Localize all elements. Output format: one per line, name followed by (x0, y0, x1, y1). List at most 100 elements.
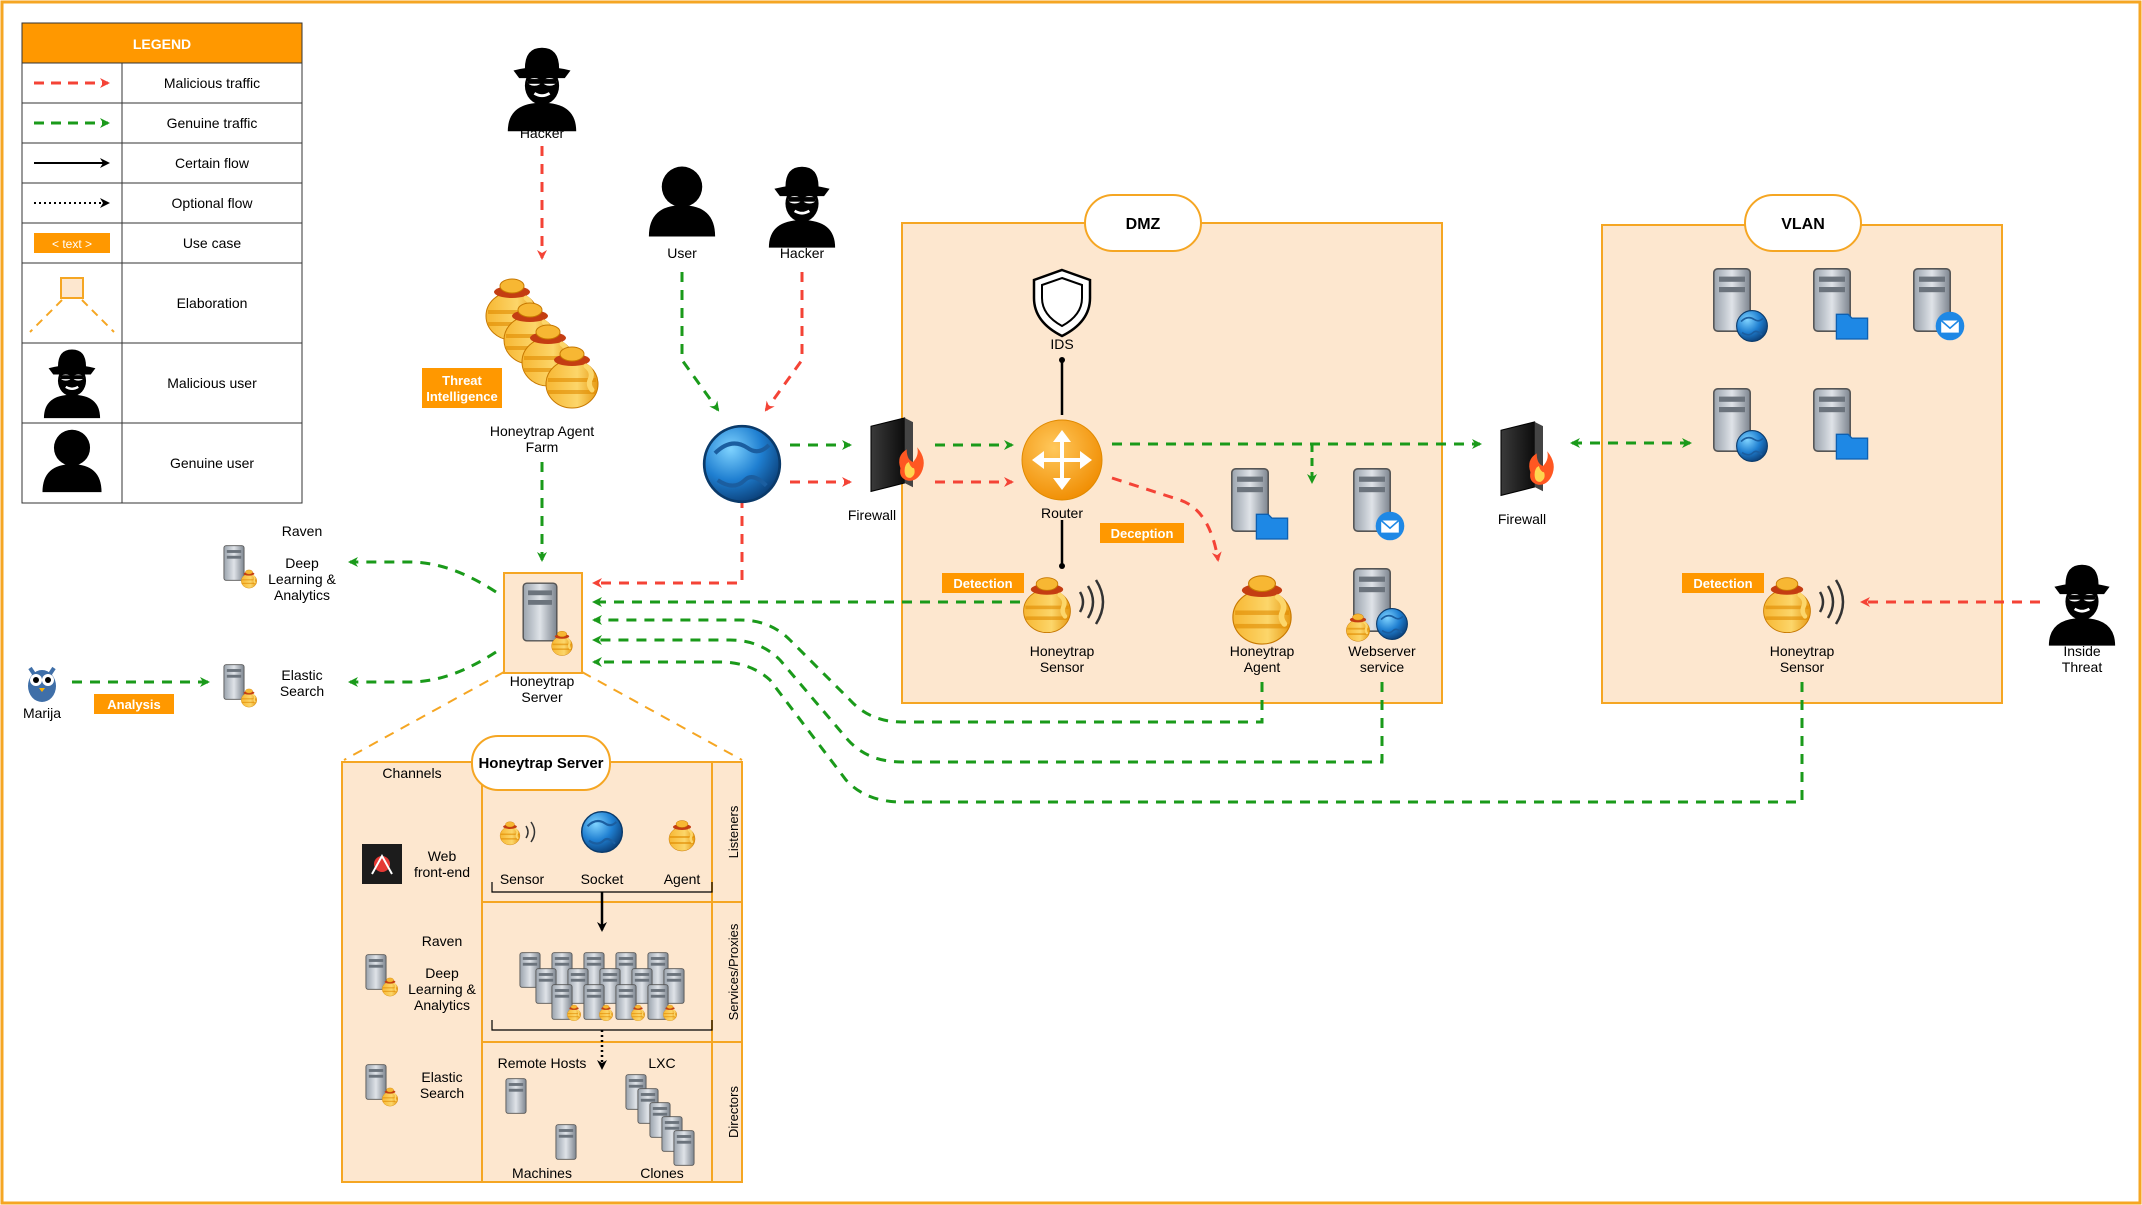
elastic-label-1: Elastic (281, 667, 322, 683)
legend-malicious-user-label: Malicious user (167, 375, 257, 391)
vlan-label: VLAN (1781, 216, 1825, 233)
web-frontend-label-1: Web (428, 848, 457, 864)
vlan-sensor-label-2: Sensor (1780, 659, 1825, 675)
legend-usecase-sample (34, 233, 110, 253)
flow-webserver-to-server (592, 635, 1384, 764)
server-icon (223, 664, 245, 700)
server-icon (223, 545, 245, 581)
directors-label: Directors (726, 1086, 741, 1139)
hacker-mid-icon (767, 165, 837, 250)
legend-elaboration-icon (29, 277, 115, 333)
flow-agent-to-server (592, 615, 1264, 724)
dmz-sensor-label-2: Sensor (1040, 659, 1085, 675)
deep-learning-label-3: Analytics (274, 587, 330, 603)
dmz-sensor-label-1: Honeytrap (1030, 643, 1095, 659)
globe-icon (1735, 429, 1769, 463)
inside-threat-node: Inside Threat (2047, 563, 2117, 675)
legend-elaboration-label: Elaboration (177, 295, 248, 311)
webserver-node: Webserver service (1345, 568, 1416, 675)
detail-deep-label-2: Learning & (408, 981, 476, 997)
legend-usecase-sample-text: < text > (52, 237, 92, 251)
signal-icon (1078, 579, 1105, 625)
flow-server-to-elastic (348, 650, 497, 687)
inside-threat-icon (2047, 563, 2117, 648)
agent-farm-node: Honeytrap Agent Farm (486, 279, 598, 455)
legend-genuine-user-label: Genuine user (170, 455, 254, 471)
detail-elastic-label-2: Search (420, 1085, 464, 1101)
webserver-label-2: service (1360, 659, 1405, 675)
connections (72, 146, 2040, 804)
firewall-left-node: Firewall (848, 417, 925, 523)
agent-farm-label-2: Farm (526, 439, 559, 455)
server-detail-title-cloud (471, 735, 611, 791)
analysis-tag-text: Analysis (107, 697, 160, 712)
deception-tag: Deception (1100, 523, 1184, 543)
inside-threat-label-1: Inside (2063, 643, 2101, 659)
detail-deep-label-1: Deep (425, 965, 459, 981)
elaboration-line-left (343, 671, 505, 761)
listeners-label: Listeners (726, 805, 741, 858)
clones-label: Clones (640, 1165, 684, 1181)
honeytrap-server-label-1: Honeytrap (510, 673, 575, 689)
legend-malicious-label: Malicious traffic (164, 75, 260, 91)
flow-hacker-to-internet (764, 272, 804, 412)
webserver-label-1: Webserver (1348, 643, 1416, 659)
threat-intelligence-tag-line2: Intelligence (426, 389, 498, 404)
honeytrap-server-detail: Honeytrap Server Channels Web front-end … (341, 735, 743, 1183)
flow-user-to-internet (680, 272, 720, 412)
user-icon (648, 166, 716, 237)
legend-title: LEGEND (133, 36, 191, 52)
detail-raven-label: Raven (422, 933, 462, 949)
hacker-mid-node: Hacker (767, 165, 837, 261)
detection-dmz-tag: Detection (942, 573, 1024, 593)
hacker-top-label: Hacker (520, 125, 565, 141)
marija-label: Marija (23, 705, 61, 721)
signal-icon (525, 821, 536, 843)
legend-genuine-label: Genuine traffic (167, 115, 258, 131)
hacker-top-node: Hacker (506, 46, 578, 141)
mail-icon (1934, 310, 1966, 342)
flow-server-to-deep-learning (348, 557, 497, 594)
analysis-tag: Analysis (94, 694, 174, 714)
server-icon (365, 954, 387, 990)
vlan-sensor-label-1: Honeytrap (1770, 643, 1835, 659)
detection-dmz-tag-text: Detection (953, 576, 1012, 591)
flow-internet-to-server (592, 498, 744, 588)
honeytrap-server-node: Honeytrap Server (503, 572, 583, 705)
owl-icon (26, 666, 58, 704)
web-frontend-label-2: front-end (414, 864, 470, 880)
remote-hosts-label: Remote Hosts (498, 1055, 587, 1071)
legend-certain-label: Certain flow (175, 155, 250, 171)
folder-icon (1255, 513, 1289, 540)
listener-socket-label: Socket (581, 871, 624, 887)
legend-usecase-label: Use case (183, 235, 242, 251)
flow-vlan-sensor-to-server (592, 657, 1804, 804)
firewall-left-label: Firewall (848, 507, 896, 523)
folder-icon (1835, 313, 1869, 340)
flow-router-to-agent (1111, 476, 1222, 562)
internet-globe-icon (704, 426, 780, 502)
listener-sensor-label: Sensor (500, 871, 545, 887)
machine-icon (505, 1078, 527, 1114)
globe-icon (1375, 607, 1409, 641)
elastic-label-2: Search (280, 683, 324, 699)
raven-label: Raven (282, 523, 322, 539)
vlan-label-cloud (1744, 194, 1862, 252)
detail-deep-label-3: Analytics (414, 997, 470, 1013)
lxc-label: LXC (648, 1055, 675, 1071)
ids-node: IDS (1032, 268, 1092, 352)
socket-globe-icon (580, 810, 624, 854)
deep-learning-node: Raven Deep Learning & Analytics (223, 523, 337, 603)
detail-elastic-label-1: Elastic (421, 1069, 462, 1085)
detection-vlan-tag-text: Detection (1693, 576, 1752, 591)
user-label: User (667, 245, 697, 261)
deep-learning-label-2: Learning & (268, 571, 336, 587)
dmz-label: DMZ (1126, 216, 1161, 233)
dmz-agent-node: Honeytrap Agent (1230, 576, 1295, 675)
deception-tag-text: Deception (1111, 526, 1174, 541)
ids-label: IDS (1050, 336, 1073, 352)
hacker-top-icon (506, 46, 578, 133)
dmz-sensor-node: Honeytrap Sensor (1024, 578, 1105, 675)
deep-learning-label-1: Deep (285, 555, 319, 571)
